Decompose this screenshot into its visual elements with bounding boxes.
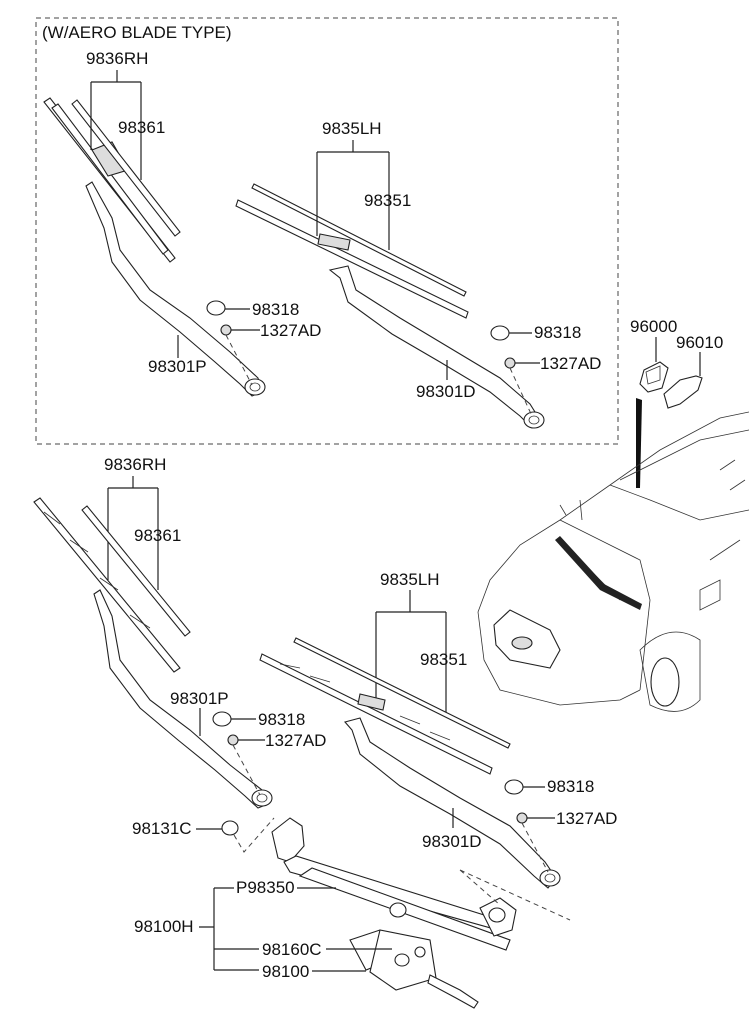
std-lh-arm-label: 98301D bbox=[422, 832, 482, 851]
std-lh-nut-guide bbox=[521, 822, 549, 873]
aero-lh-assembly-label: 9835LH bbox=[322, 119, 382, 138]
std-lh-blade[interactable] bbox=[259, 653, 493, 775]
aero-inset-box bbox=[35, 17, 619, 445]
aero-rh-cap[interactable] bbox=[206, 300, 226, 316]
aero-lh-arm-label: 98301D bbox=[416, 382, 476, 401]
pivot-cap[interactable] bbox=[221, 820, 239, 836]
aero-rh-nut-label: 1327AD bbox=[260, 321, 321, 340]
aero-lh-nut-label: 1327AD bbox=[540, 354, 601, 373]
std-lh-cap[interactable] bbox=[504, 779, 524, 795]
aero-rh-arm-label: 98301P bbox=[148, 357, 207, 376]
std-lh-nut-label: 1327AD bbox=[556, 809, 617, 828]
std-rh-nut-guide bbox=[232, 744, 261, 796]
std-rh-nut[interactable] bbox=[227, 734, 239, 746]
linkage-guide bbox=[459, 869, 571, 921]
aero-lh-refill-label: 98351 bbox=[364, 191, 411, 210]
aero-rh-nut[interactable] bbox=[220, 324, 232, 336]
std-rh-arm-label: 98301P bbox=[170, 689, 229, 708]
std-lh-assembly-leader bbox=[375, 590, 447, 712]
assembly-bracket bbox=[199, 887, 259, 971]
std-rh-assembly-leader bbox=[107, 476, 159, 590]
aero-lh-arm[interactable] bbox=[328, 265, 545, 429]
std-rh-assembly-label: 9836RH bbox=[104, 455, 166, 474]
motor-cover-part[interactable] bbox=[639, 361, 669, 393]
aero-rh-blade[interactable] bbox=[43, 97, 176, 263]
aero-lh-cap-label: 98318 bbox=[534, 323, 581, 342]
std-rh-refill-label: 98361 bbox=[134, 526, 181, 545]
aero-lh-nut[interactable] bbox=[504, 357, 516, 369]
pivot-cap-label: 98131C bbox=[132, 819, 192, 838]
std-rh-arm[interactable] bbox=[93, 589, 273, 809]
aero-rh-nut-guide bbox=[225, 334, 253, 386]
std-lh-cap-label: 98318 bbox=[547, 777, 594, 796]
aero-rh-arm[interactable] bbox=[85, 181, 266, 397]
aero-rh-assembly-label: 9836RH bbox=[86, 49, 148, 68]
aero-lh-assembly-leader bbox=[316, 140, 390, 250]
vehicle-pointer bbox=[636, 398, 642, 488]
inset-title: (W/AERO BLADE TYPE) bbox=[42, 23, 232, 42]
std-rh-nut-label: 1327AD bbox=[265, 731, 326, 750]
linkage-label: P98350 bbox=[236, 878, 295, 897]
aero-rh-refill[interactable] bbox=[71, 99, 181, 237]
std-rh-cap-label: 98318 bbox=[258, 710, 305, 729]
std-lh-arm[interactable] bbox=[344, 717, 561, 889]
aero-rh-refill-label: 98361 bbox=[118, 118, 165, 137]
aero-rh-assembly-leader bbox=[90, 70, 142, 180]
std-lh-nut[interactable] bbox=[516, 812, 528, 824]
aero-rh-cap-label: 98318 bbox=[252, 300, 299, 319]
aero-lh-refill[interactable] bbox=[251, 183, 467, 297]
motor-label: 98100 bbox=[262, 962, 309, 981]
std-rh-blade[interactable] bbox=[33, 497, 181, 673]
aero-lh-blade[interactable] bbox=[235, 199, 469, 319]
linkage-motor-assembly-label: 98100H bbox=[134, 917, 194, 936]
std-lh-refill[interactable] bbox=[293, 637, 511, 749]
std-lh-refill-label: 98351 bbox=[420, 650, 467, 669]
cover-2-part[interactable] bbox=[663, 375, 703, 409]
wiper-motor[interactable] bbox=[349, 929, 479, 1009]
std-rh-cap[interactable] bbox=[212, 711, 232, 727]
motor-crank-label: 98160C bbox=[262, 940, 322, 959]
cover-2-label: 96010 bbox=[676, 333, 723, 352]
aero-lh-cap[interactable] bbox=[490, 325, 510, 341]
std-lh-assembly-label: 9835LH bbox=[380, 570, 440, 589]
pivot-cap-guide bbox=[233, 817, 275, 853]
std-rh-refill[interactable] bbox=[81, 505, 191, 637]
motor-cover-label: 96000 bbox=[630, 317, 677, 336]
vehicle-illustration bbox=[477, 411, 749, 712]
wiper-linkage[interactable] bbox=[271, 817, 517, 951]
